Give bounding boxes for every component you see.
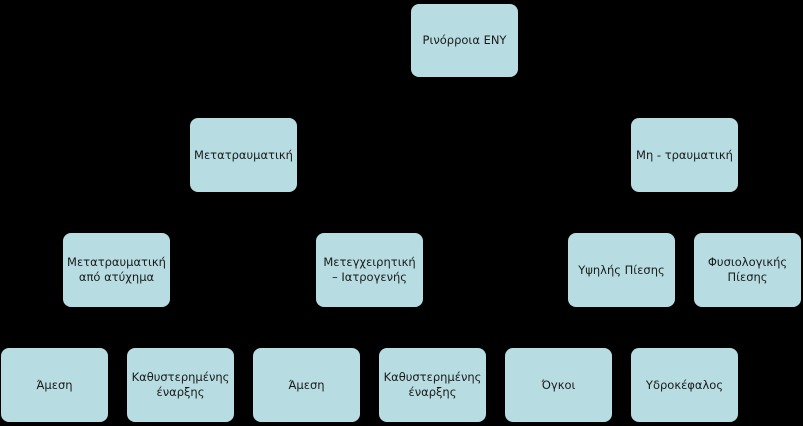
node-label: Άμεση [36, 377, 73, 392]
node-immediate-2: Άμεση [253, 348, 360, 422]
node-label: Μη - τραυματική [636, 147, 733, 162]
node-label: Μετατραυματική από ατύχημα [67, 255, 166, 284]
node-accidental: Μετατραυματική από ατύχημα [63, 233, 170, 307]
node-label: Υψηλής Πίεσης [578, 262, 665, 277]
node-iatrogenic: Μετεγχειρητική – Ιατρογενής [316, 233, 423, 307]
node-high-pressure: Υψηλής Πίεσης [568, 233, 675, 307]
node-delayed-2: Καθυστερημένης έναρξης [379, 348, 486, 422]
node-immediate-1: Άμεση [1, 348, 108, 422]
node-non-traumatic: Μη - τραυματική [631, 118, 738, 192]
node-label: Μετατραυματική [194, 147, 293, 162]
node-label: Υδροκέφαλος [645, 377, 724, 392]
node-hydrocephalus: Υδροκέφαλος [631, 348, 738, 422]
node-delayed-1: Καθυστερημένης έναρξης [127, 348, 234, 422]
node-label: Φυσιολογικής Πίεσης [707, 255, 788, 284]
node-post-traumatic: Μετατραυματική [190, 118, 297, 192]
node-label: Μετεγχειρητική – Ιατρογενής [323, 255, 416, 284]
node-label: Καθυστερημένης έναρξης [383, 370, 482, 399]
node-label: Καθυστερημένης έναρξης [131, 370, 230, 399]
node-label: Ρινόρροια ΕΝΥ [422, 33, 507, 47]
node-root: Ρινόρροια ΕΝΥ [411, 4, 518, 77]
node-label: Όγκοι [541, 377, 576, 392]
node-tumors: Όγκοι [505, 348, 612, 422]
node-normal-pressure: Φυσιολογικής Πίεσης [694, 233, 801, 307]
node-label: Άμεση [288, 377, 325, 392]
